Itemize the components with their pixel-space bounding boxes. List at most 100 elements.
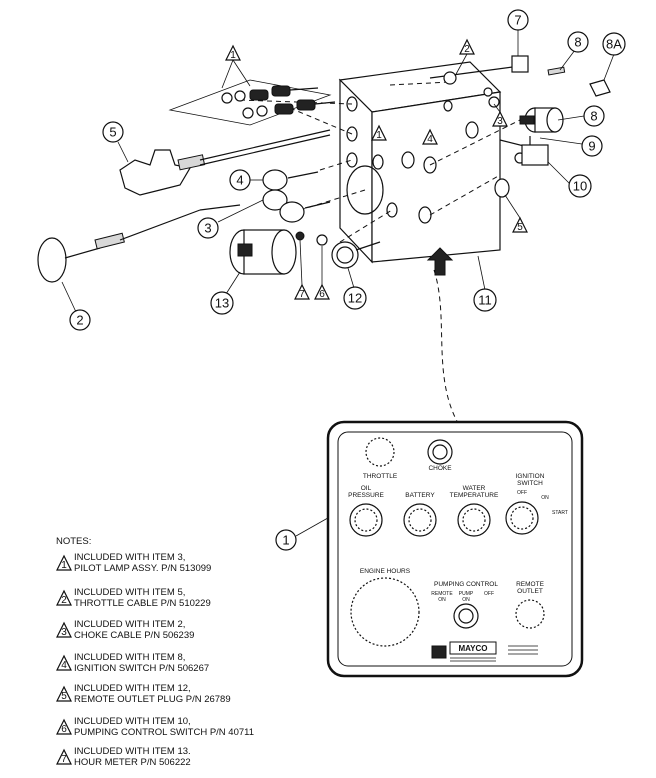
svg-text:1: 1 bbox=[376, 130, 382, 141]
triangle-markers: 1 1 2 3 4 5 6 bbox=[221, 38, 528, 300]
svg-text:OFF: OFF bbox=[484, 591, 494, 597]
pilot-lamps-front bbox=[262, 169, 331, 223]
svg-text:MAYCO: MAYCO bbox=[458, 644, 487, 653]
svg-text:7: 7 bbox=[514, 13, 521, 28]
svg-text:INCLUDED WITH ITEM 13.: INCLUDED WITH ITEM 13. bbox=[74, 746, 191, 757]
triangle-ref-7: 7 bbox=[294, 239, 310, 300]
pilot-lamp-group bbox=[168, 79, 336, 126]
triangle-ref-5: 5 bbox=[504, 194, 528, 233]
svg-text:13: 13 bbox=[215, 296, 229, 311]
note-item: 6 INCLUDED WITH ITEM 10, PUMPING CONTROL… bbox=[56, 716, 254, 738]
svg-text:4: 4 bbox=[61, 660, 67, 671]
note-item: 4 INCLUDED WITH ITEM 8, IGNITION SWITCH … bbox=[56, 652, 209, 674]
svg-text:REMOTE OUTLET PLUG P/N 26789: REMOTE OUTLET PLUG P/N 26789 bbox=[74, 694, 231, 705]
svg-text:CHOKE CABLE P/N 506239: CHOKE CABLE P/N 506239 bbox=[74, 630, 194, 641]
triangle-ref-3: 3 bbox=[492, 103, 508, 127]
callout-8a: 8A bbox=[602, 32, 626, 81]
svg-text:SWITCH: SWITCH bbox=[517, 480, 543, 487]
svg-text:INCLUDED WITH ITEM 10,: INCLUDED WITH ITEM 10, bbox=[74, 716, 191, 727]
mayco-logo bbox=[449, 641, 497, 655]
svg-text:7: 7 bbox=[61, 754, 67, 765]
note-item: 5 INCLUDED WITH ITEM 12, REMOTE OUTLET P… bbox=[56, 683, 231, 705]
notes: NOTES: 1 INCLUDED WITH ITEM 3, PILOT LAM… bbox=[56, 536, 254, 768]
control-panel: THROTTLE CHOKE IGNITION SWITCH OFF ON ST… bbox=[326, 420, 584, 678]
callouts: 7 8 8A 8 9 10 11 12 13 5 4 3 2 1 bbox=[61, 9, 626, 551]
pumping-control-knob bbox=[453, 603, 479, 629]
callout-8: 8 bbox=[557, 105, 605, 127]
svg-text:1: 1 bbox=[61, 560, 67, 571]
svg-text:HOUR METER P/N 506222: HOUR METER P/N 506222 bbox=[74, 757, 191, 768]
ignition-switch bbox=[519, 107, 564, 133]
svg-text:OIL: OIL bbox=[361, 485, 372, 492]
svg-text:1: 1 bbox=[230, 50, 236, 61]
svg-text:PRESSURE: PRESSURE bbox=[348, 492, 384, 499]
callout-6: 7 bbox=[507, 9, 529, 56]
battery-gauge bbox=[403, 503, 437, 537]
svg-text:5: 5 bbox=[61, 691, 67, 702]
callout-7: 8 bbox=[559, 31, 589, 71]
svg-text:3: 3 bbox=[497, 116, 503, 127]
triangle-ref-4: 4 bbox=[422, 128, 438, 145]
remote-outlet bbox=[316, 234, 381, 269]
svg-text:BATTERY: BATTERY bbox=[405, 492, 435, 499]
svg-text:INCLUDED WITH ITEM 12,: INCLUDED WITH ITEM 12, bbox=[74, 683, 191, 694]
svg-text:ON: ON bbox=[541, 495, 549, 501]
svg-text:11: 11 bbox=[478, 293, 492, 308]
ignition-switch-hole bbox=[505, 501, 539, 535]
remote-outlet-hole bbox=[515, 599, 545, 629]
svg-text:ENGINE HOURS: ENGINE HOURS bbox=[360, 568, 411, 575]
callout-13: 13 bbox=[210, 271, 241, 315]
triangle-ref-1: 1 bbox=[221, 44, 251, 89]
svg-text:ON: ON bbox=[438, 597, 446, 603]
svg-text:IGNITION: IGNITION bbox=[516, 473, 545, 480]
svg-text:8: 8 bbox=[590, 109, 597, 124]
control-box bbox=[338, 61, 502, 264]
svg-text:4: 4 bbox=[427, 134, 433, 145]
callout-12: 12 bbox=[343, 267, 367, 310]
svg-text:7: 7 bbox=[299, 289, 305, 300]
svg-text:NOTES:: NOTES: bbox=[56, 536, 91, 547]
callout-5: 5 bbox=[102, 121, 129, 163]
callout-10: 10 bbox=[547, 161, 592, 198]
oil-pressure-gauge bbox=[349, 503, 383, 537]
svg-text:5: 5 bbox=[517, 222, 523, 233]
svg-text:ON: ON bbox=[462, 597, 470, 603]
ignition-parts bbox=[429, 55, 611, 108]
svg-text:4: 4 bbox=[236, 173, 243, 188]
svg-text:INCLUDED WITH ITEM 2,: INCLUDED WITH ITEM 2, bbox=[74, 619, 185, 630]
svg-text:PILOT LAMP ASSY. P/N 513099: PILOT LAMP ASSY. P/N 513099 bbox=[74, 563, 211, 574]
note-item: 3 INCLUDED WITH ITEM 2, CHOKE CABLE P/N … bbox=[56, 619, 194, 641]
note-item: 7 INCLUDED WITH ITEM 13. HOUR METER P/N … bbox=[56, 746, 191, 768]
svg-text:PUMPING CONTROL: PUMPING CONTROL bbox=[434, 581, 498, 588]
svg-text:2: 2 bbox=[61, 595, 67, 606]
callout-3: 3 bbox=[197, 199, 264, 239]
svg-text:OUTLET: OUTLET bbox=[517, 588, 543, 595]
svg-text:CHOKE: CHOKE bbox=[428, 465, 452, 472]
triangle-ref-1b: 1 bbox=[371, 124, 387, 141]
svg-text:IGNITION SWITCH P/N 506267: IGNITION SWITCH P/N 506267 bbox=[74, 663, 209, 674]
svg-text:3: 3 bbox=[61, 627, 67, 638]
svg-text:START: START bbox=[552, 510, 568, 516]
svg-text:5: 5 bbox=[109, 125, 116, 140]
svg-text:REMOTE: REMOTE bbox=[431, 591, 453, 597]
svg-text:8: 8 bbox=[574, 35, 581, 50]
svg-text:PUMPING CONTROL SWITCH P/N 407: PUMPING CONTROL SWITCH P/N 40711 bbox=[74, 727, 254, 738]
svg-text:TEMPERATURE: TEMPERATURE bbox=[450, 492, 499, 499]
arrow-icon bbox=[426, 247, 454, 276]
svg-text:3: 3 bbox=[204, 221, 211, 236]
callout-4: 4 bbox=[229, 169, 263, 191]
svg-text:8A: 8A bbox=[606, 37, 622, 52]
svg-text:2: 2 bbox=[464, 44, 470, 55]
note-item: 1 INCLUDED WITH ITEM 3, PILOT LAMP ASSY.… bbox=[56, 552, 211, 574]
svg-text:REMOTE: REMOTE bbox=[516, 581, 544, 588]
water-temp-gauge bbox=[457, 503, 491, 537]
callout-11: 11 bbox=[473, 255, 497, 312]
hour-meter bbox=[229, 229, 305, 275]
svg-text:OFF: OFF bbox=[517, 490, 527, 496]
svg-text:12: 12 bbox=[348, 291, 362, 306]
svg-text:6: 6 bbox=[319, 289, 325, 300]
choke-cable bbox=[37, 204, 241, 283]
mq-logo bbox=[431, 645, 447, 659]
svg-text:THROTTLE CABLE P/N 510229: THROTTLE CABLE P/N 510229 bbox=[74, 598, 211, 609]
triangle-ref-2: 2 bbox=[454, 38, 475, 77]
